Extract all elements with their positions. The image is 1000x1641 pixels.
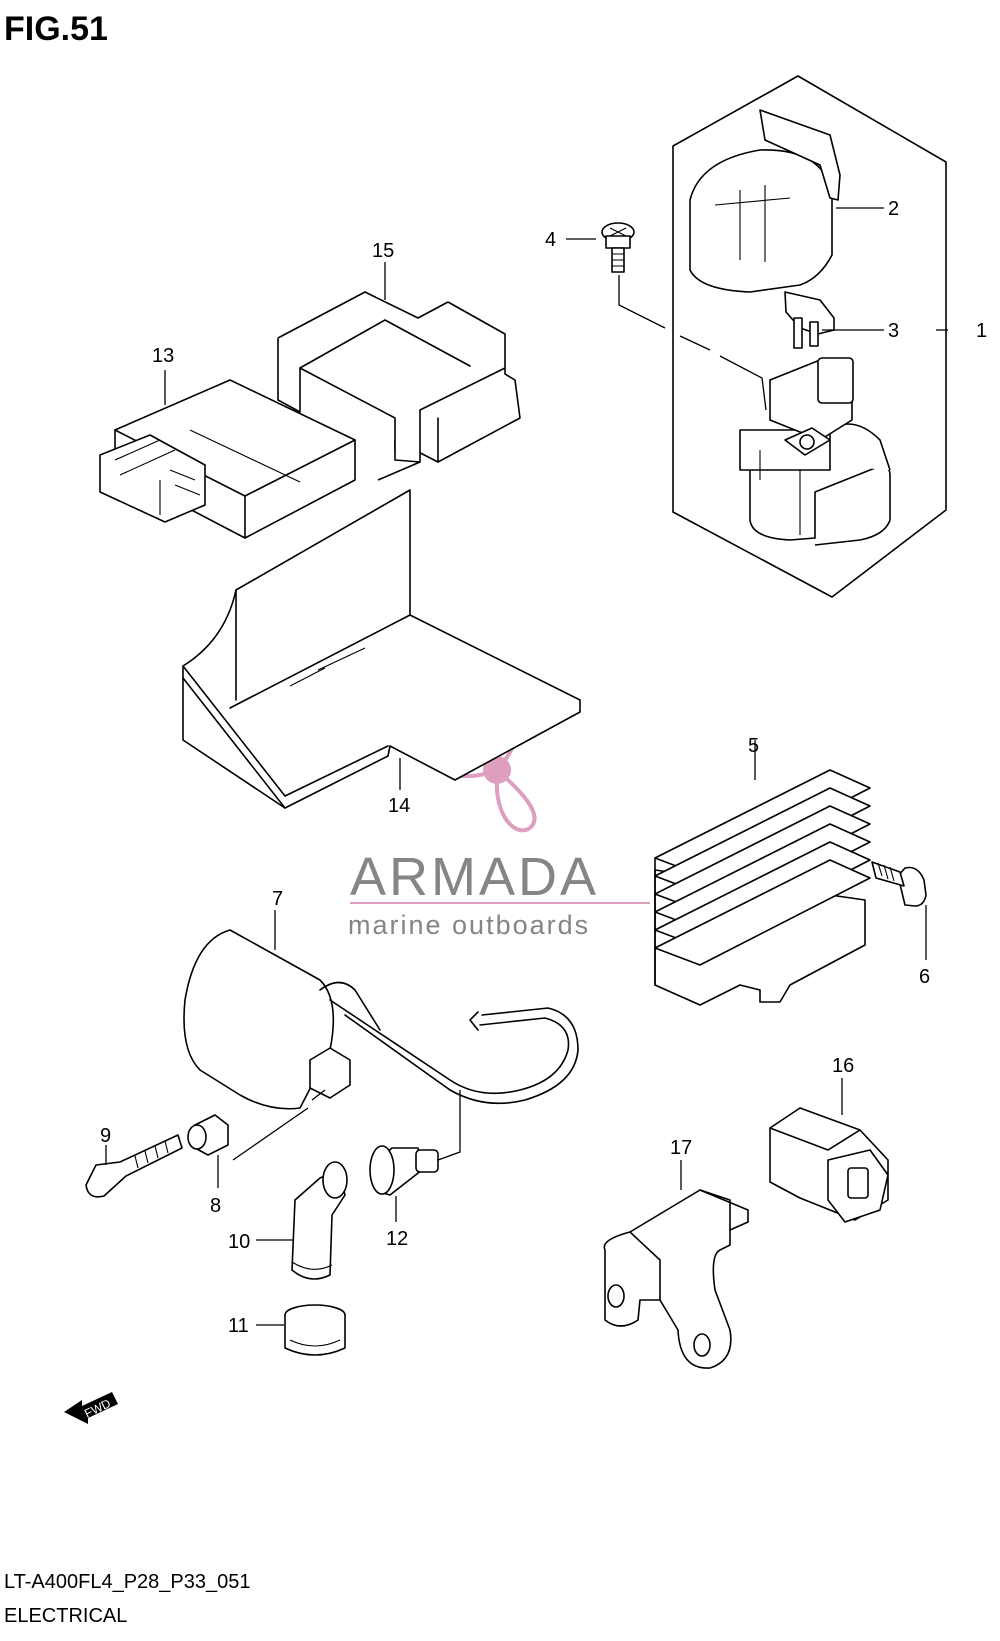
watermark-tagline: marine outboards: [348, 910, 590, 940]
ref-12: 12: [386, 1228, 408, 1250]
ref-5: 5: [748, 735, 759, 757]
armada-watermark: ARMADA marine outboards: [348, 702, 650, 940]
part-5-regulator-rectifier: [654, 769, 871, 1006]
part-15-ecu-holder: [277, 291, 521, 481]
figure-code: LT-A400FL4_P28_P33_051: [4, 1571, 251, 1593]
part-2-relay-cover: [689, 109, 841, 293]
fwd-direction-badge: FWD: [64, 1392, 118, 1424]
ref-2: 2: [888, 198, 899, 220]
ref-14: 14: [388, 795, 410, 817]
reference-numbers: 1 2 3 4 5 6 7 8 9 10 11 12 13 14 15 16 1…: [100, 198, 987, 1337]
figure-section: ELECTRICAL: [4, 1605, 127, 1627]
ref-16: 16: [832, 1055, 854, 1077]
part-14-battery-cover-tray: [182, 489, 581, 809]
ref-4: 4: [545, 229, 556, 251]
part-6-bolt: [871, 861, 927, 907]
part-11-cap-seal: [284, 1304, 346, 1356]
ref-10: 10: [228, 1231, 250, 1253]
part-13-ecu-control-unit: [99, 379, 356, 539]
ref-7: 7: [272, 888, 283, 910]
ref-9: 9: [100, 1125, 111, 1147]
part-3-fuse: [784, 291, 835, 349]
part-9-bolt: [85, 1134, 183, 1198]
callout-leaders: [105, 207, 948, 1326]
ref-3: 3: [888, 320, 899, 342]
part-17-mounting-bracket: [603, 1189, 749, 1369]
ref-6: 6: [919, 966, 930, 988]
ref-15: 15: [372, 240, 394, 262]
part-4-screw: [601, 222, 635, 273]
watermark-brand: ARMADA: [350, 847, 599, 907]
part-1-starter-relay-assembly: [672, 75, 947, 598]
arrow-left-icon: [64, 1392, 118, 1424]
part-16-wiring-coupler: [769, 1107, 889, 1223]
figure-title: FIG.51: [4, 10, 108, 48]
ref-17: 17: [670, 1137, 692, 1159]
part-7-ignition-coil: [183, 929, 579, 1110]
part-10-spark-plug-cap: [291, 1161, 348, 1280]
ref-13: 13: [152, 345, 174, 367]
ref-1: 1: [976, 320, 987, 342]
part-8-collar-spacer: [187, 1114, 229, 1156]
ref-8: 8: [210, 1195, 221, 1217]
ref-11: 11: [228, 1315, 249, 1337]
part-12-terminal-connector: [369, 1145, 439, 1196]
